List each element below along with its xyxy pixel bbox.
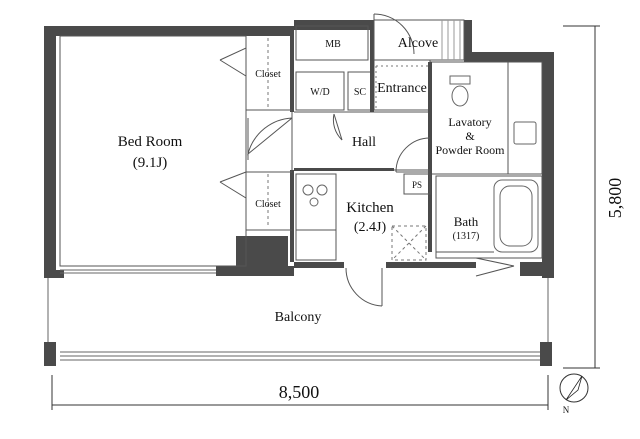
room-label-lavatory-2: &: [465, 129, 475, 143]
dimension-depth-label: 5,800: [605, 178, 625, 219]
room-label-wd: W/D: [310, 87, 329, 98]
room-size-bath: (1317): [453, 231, 480, 242]
fixtures: [47, 75, 549, 361]
room-label-hall: Hall: [352, 135, 376, 150]
room-size-bed-room: (9.1J): [133, 155, 168, 171]
room-label-entrance: Entrance: [377, 81, 427, 96]
room-label-bed-room: Bed Room: [118, 134, 183, 150]
room-label-closet-bottom: Closet: [255, 199, 281, 210]
dimension-width-label: 8,500: [279, 382, 320, 402]
room-label-sc: SC: [354, 87, 367, 98]
room-label-bath: Bath: [454, 214, 479, 229]
room-label-kitchen: Kitchen: [346, 200, 394, 216]
compass-north-label: N: [563, 405, 570, 415]
room-label-mb: MB: [325, 39, 341, 50]
room-label-alcove: Alcove: [398, 36, 438, 51]
room-size-kitchen: (2.4J): [354, 220, 387, 235]
doors: [219, 13, 515, 307]
compass-icon: [559, 373, 589, 403]
room-label-lavatory-3: Powder Room: [436, 143, 506, 157]
room-label-closet-top: Closet: [255, 69, 281, 80]
dimension-lines: [51, 25, 600, 410]
room-label-lavatory-1: Lavatory: [448, 115, 491, 129]
room-label-ps: PS: [412, 180, 422, 190]
outer-walls: [44, 20, 554, 366]
room-label-balcony: Balcony: [275, 310, 322, 325]
